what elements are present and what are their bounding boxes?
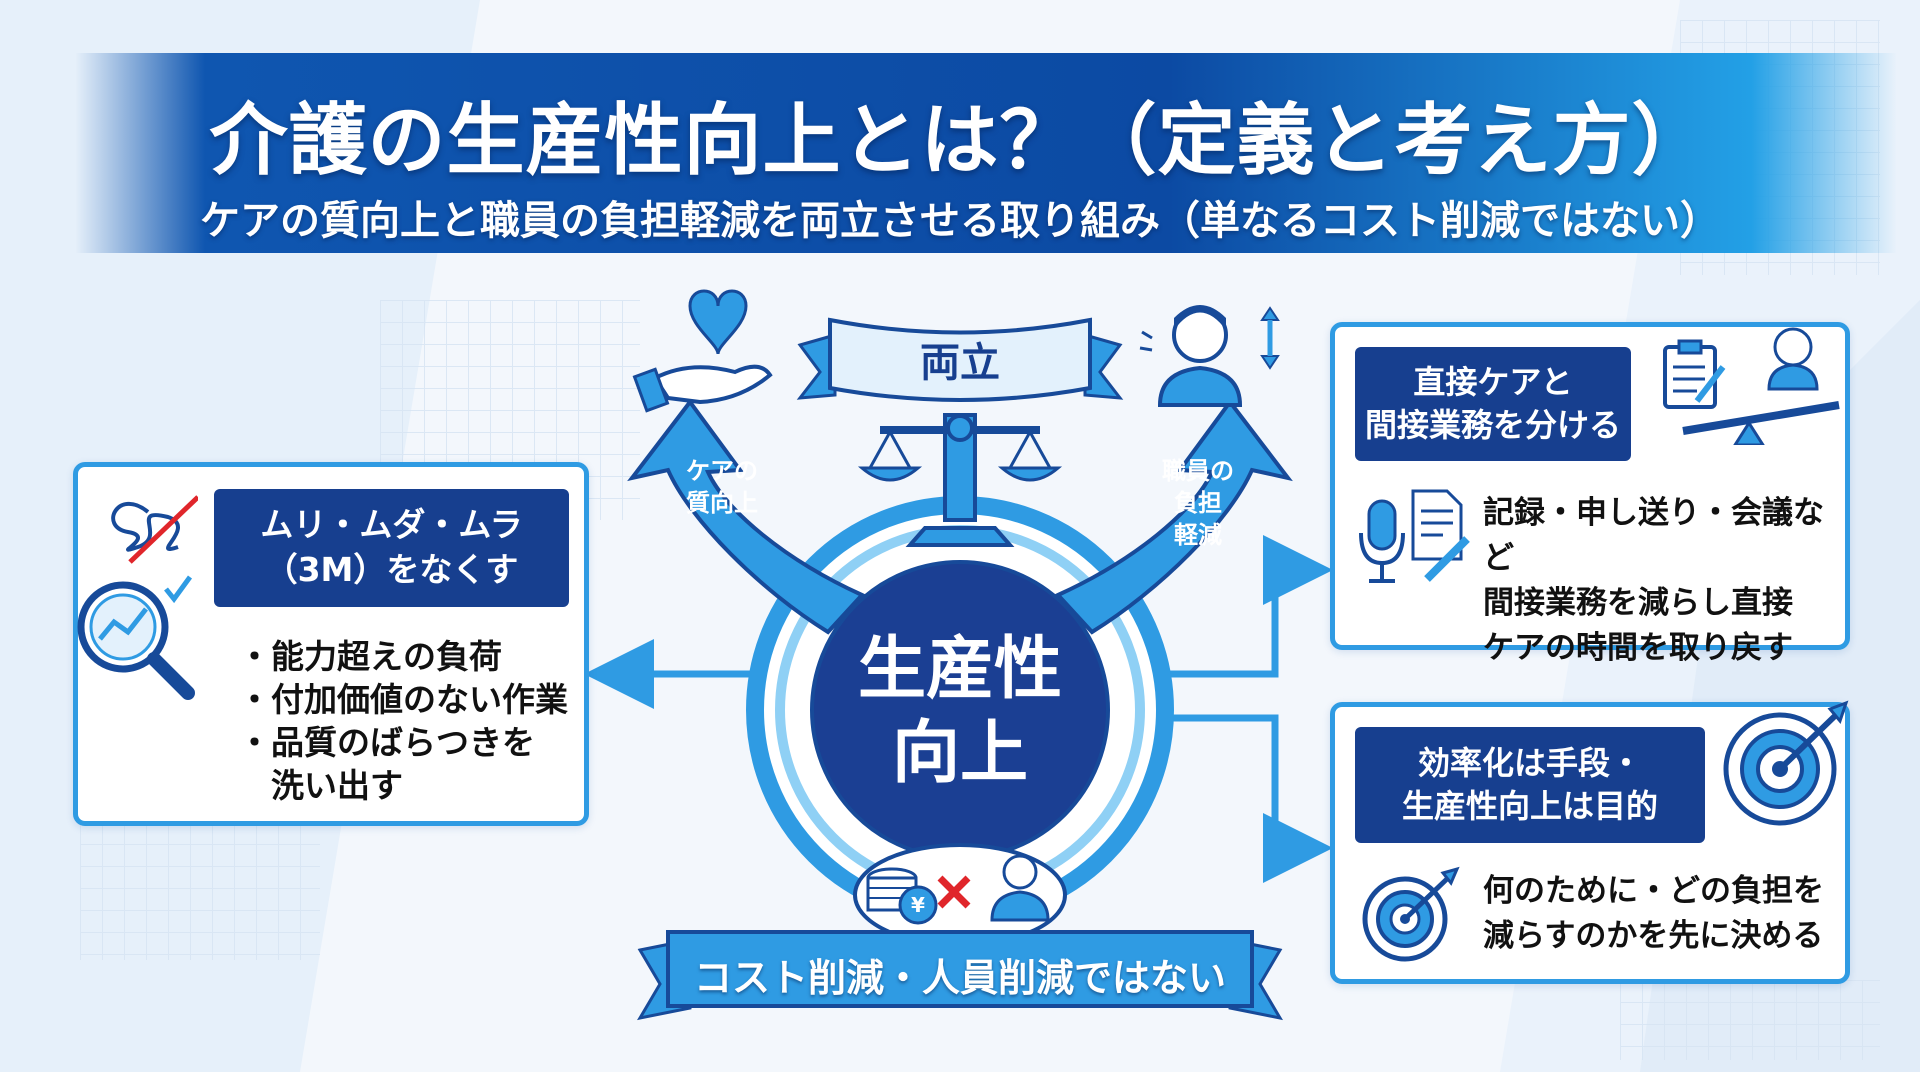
bottom-ribbon <box>637 930 1283 1021</box>
coins-person-bubble: ¥ <box>853 843 1067 947</box>
right-top-card: 直接ケアと 間接業務を分ける <box>1330 322 1850 666</box>
right-bottom-label-line-1: 効率化は手段・ <box>1417 743 1642 782</box>
grid-pattern <box>80 800 320 960</box>
card-icons <box>77 495 198 700</box>
person-icon <box>990 854 1050 922</box>
target-icon <box>1723 700 1849 826</box>
microphone-icon <box>1359 499 1405 583</box>
right-top-small-icons <box>1359 489 1470 583</box>
bottom-ribbon-label: コスト削減・人員削減ではない <box>693 956 1226 1000</box>
staff-burden-line-2: 負担 <box>1174 489 1222 517</box>
staff-burden-line-3: 軽減 <box>1174 521 1222 549</box>
left-card-bullets: ・能力超えの負荷 ・付加価値のない作業 ・品質のばらつきを 洗い出す <box>238 635 568 807</box>
balance-ribbon <box>796 317 1124 402</box>
right-top-label-line-1: 直接ケアと <box>1413 362 1573 401</box>
core-line-1: 生産性 <box>857 630 1062 709</box>
right-top-body: 記録・申し送り・会議など 間接業務を減らし直接 ケアの時間を取り戻す <box>1483 491 1845 671</box>
core-line-2: 向上 <box>891 714 1028 793</box>
care-quality-label: ケアの 質向上 <box>672 455 772 519</box>
scale-icon <box>857 413 1063 547</box>
arrow-to-right-bottom-card <box>1150 714 1333 883</box>
heart-hand-icon <box>632 289 773 413</box>
left-card: ムリ・ムダ・ムラ （3M）をなくす ・能力超えの負荷 ・付加価値のない作業 ・品… <box>73 462 589 826</box>
staff-burden-label: 職員の 負担 軽減 <box>1148 455 1248 551</box>
right-bottom-body-line-1: 何のために・どの負担を <box>1483 873 1824 909</box>
right-bottom-body: 何のために・どの負担を 減らすのかを先に決める <box>1483 869 1824 959</box>
clipboard-icon <box>1663 339 1726 409</box>
arrow-to-right-top-card <box>1150 535 1333 678</box>
tangle-crossed-icon <box>111 495 198 564</box>
care-quality-line-2: 質向上 <box>686 489 758 517</box>
right-top-body-line-2: 間接業務を減らし直接 <box>1483 584 1793 621</box>
magnifier-chart-icon <box>77 575 195 700</box>
core-label: 生産性 向上 <box>812 628 1108 796</box>
bullet-item: ・品質のばらつきを <box>238 723 535 762</box>
coins-icon: ¥ <box>866 867 938 925</box>
nurse-icon <box>1767 327 1819 391</box>
page-title: 介護の生産性向上とは？（定義と考え方） <box>209 96 1711 186</box>
left-card-label-line-1: ムリ・ムダ・ムラ <box>260 505 523 545</box>
bullet-item: ・付加価値のない作業 <box>238 680 568 719</box>
staff-burden-line-1: 職員の <box>1162 457 1234 485</box>
worker-icon <box>1139 305 1280 407</box>
bullet-item: ・能力超えの負荷 <box>238 637 502 676</box>
left-card-label: ムリ・ムダ・ムラ （3M）をなくす <box>214 489 569 607</box>
bullet-item: 洗い出す <box>238 766 403 805</box>
document-pen-icon <box>1411 489 1470 582</box>
right-top-icons <box>1663 327 1840 445</box>
right-top-label-line-2: 間接業務を分ける <box>1364 406 1621 444</box>
right-bottom-body-line-2: 減らすのかを先に決める <box>1483 917 1824 954</box>
right-top-body-line-1: 記録・申し送り・会議など <box>1483 495 1824 576</box>
grid-pattern <box>1620 980 1880 1060</box>
care-quality-line-1: ケアの <box>686 457 758 485</box>
right-bottom-label: 効率化は手段・ 生産性向上は目的 <box>1355 727 1705 843</box>
seesaw-icon <box>1682 401 1840 445</box>
right-top-label: 直接ケアと 間接業務を分ける <box>1355 347 1631 461</box>
page-subtitle: ケアの質向上と職員の負担軽減を両立させる取り組み（単なるコスト削減ではない） <box>200 198 1720 244</box>
balance-label: 両立 <box>920 340 1000 386</box>
left-card-label-line-2: （3M）をなくす <box>264 550 519 589</box>
right-bottom-label-line-2: 生産性向上は目的 <box>1401 787 1658 825</box>
svg-text:¥: ¥ <box>911 893 925 917</box>
right-bottom-card: 効率化は手段・ 生産性向上は目的 何のために・どの負担を 減らすのかを先に決める <box>1330 700 1850 984</box>
cross-icon <box>937 875 971 909</box>
right-top-body-line-3: ケアの時間を取り戻す <box>1483 629 1793 666</box>
target-icon <box>1362 866 1460 962</box>
title-banner <box>75 53 1897 253</box>
